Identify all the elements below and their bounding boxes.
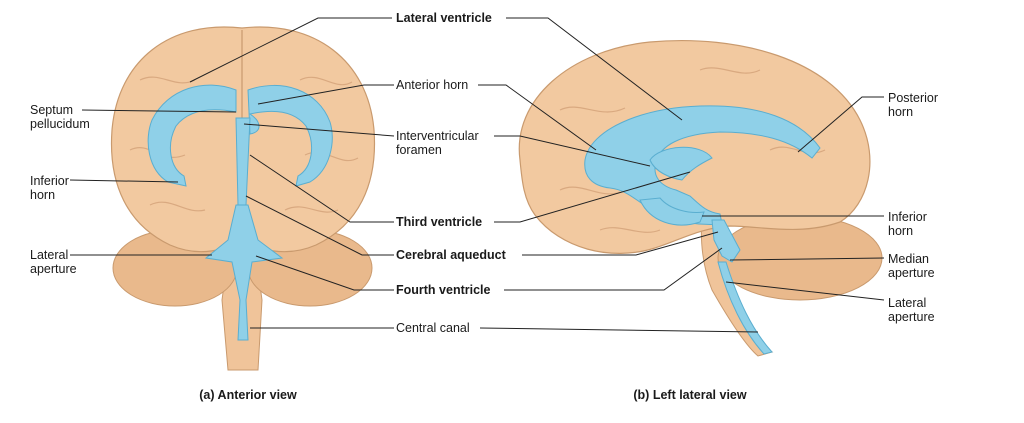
- leader-anterior-horn-a: [257, 84, 394, 105]
- label-posterior-horn: Posterior horn: [888, 91, 939, 119]
- leader-posterior-horn: [797, 96, 884, 153]
- label-lateral-aperture-right: Lateral aperture: [888, 296, 935, 324]
- leader-aqueduct-a: [245, 195, 394, 256]
- label-third-ventricle: Third ventricle: [396, 215, 483, 229]
- anterior-lateral-ventricle-right: [247, 84, 333, 187]
- leader-lines: [69, 17, 885, 333]
- anterior-brain: [110, 26, 376, 371]
- anterior-fourth-ventricle: [204, 204, 284, 341]
- label-inferior-horn-right: Inferior horn: [888, 210, 927, 238]
- label-septum-pellucidum: Septum pellucidum: [30, 103, 90, 131]
- label-interventricular-foramen: Interventricular foramen: [396, 129, 479, 157]
- leader-fourth-ventricle-a: [255, 255, 394, 291]
- lateral-brain: [518, 39, 883, 357]
- leader-lateral-ventricle-a: [189, 17, 392, 83]
- leader-aqueduct-b: [522, 231, 719, 256]
- caption-anterior-view: (a) Anterior view: [199, 388, 297, 402]
- caption-lateral-view: (b) Left lateral view: [633, 388, 747, 402]
- label-lateral-aperture-left: Lateral aperture: [30, 248, 77, 276]
- leader-fourth-ventricle-b: [504, 247, 723, 291]
- lateral-central-canal: [717, 261, 773, 355]
- label-inferior-horn-left: Inferior horn: [30, 174, 69, 202]
- label-cerebral-aqueduct: Cerebral aqueduct: [396, 248, 506, 262]
- leader-inferior-horn-left: [69, 179, 179, 183]
- leader-lateral-aperture-right: [725, 281, 885, 301]
- lateral-inferior-horn: [639, 197, 705, 226]
- label-median-aperture: Median aperture: [888, 252, 935, 280]
- label-anterior-horn: Anterior horn: [396, 78, 469, 92]
- leader-third-ventricle-a: [249, 154, 394, 223]
- leader-anterior-horn-b: [478, 84, 597, 151]
- lateral-cerebrum: [518, 39, 871, 254]
- leader-median-aperture: [729, 257, 885, 261]
- label-central-canal: Central canal: [396, 321, 470, 335]
- leader-lateral-ventricle-b: [506, 17, 683, 121]
- leader-third-ventricle-b: [494, 171, 691, 223]
- label-fourth-ventricle: Fourth ventricle: [396, 283, 491, 297]
- label-lateral-ventricle: Lateral ventricle: [396, 11, 492, 25]
- leader-central-canal-b: [479, 327, 759, 333]
- leader-foramen-a: [243, 123, 395, 137]
- leader-septum: [81, 109, 237, 113]
- lateral-fourth-ventricle: [711, 219, 741, 263]
- leader-foramen-b: [494, 135, 651, 167]
- lateral-third-ventricle: [649, 146, 713, 181]
